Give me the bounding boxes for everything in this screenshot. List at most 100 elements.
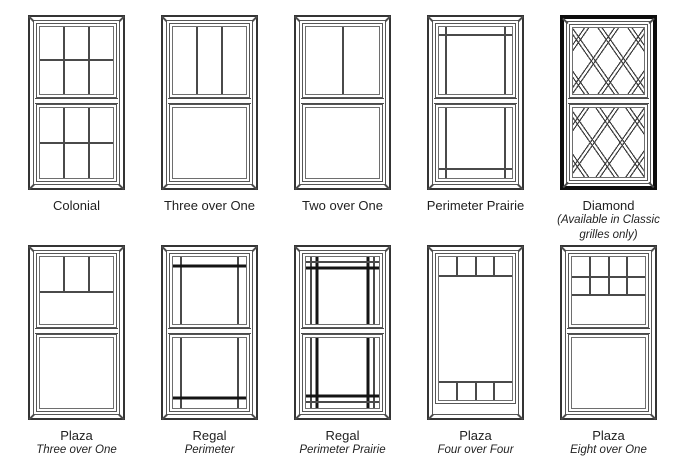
grille-bar (341, 27, 344, 94)
grille-bar (456, 381, 459, 401)
window-frame (432, 20, 519, 185)
frame-mitre-tick (562, 181, 569, 188)
frame-mitre-tick (384, 245, 391, 252)
check-rail (168, 327, 251, 334)
window-diagram-regal-perimeter-prairie (294, 245, 391, 420)
window-diagram-perimeter-prairie (427, 15, 524, 190)
window-diagram-plaza-three-over-one (28, 245, 125, 420)
style-label: Regal (192, 428, 227, 443)
window-frame (166, 250, 253, 415)
glass-pane (571, 256, 646, 325)
style-sublabel: Perimeter Prairie (299, 444, 386, 457)
frame-mitre-tick (118, 413, 125, 420)
grille-bar (492, 381, 495, 401)
check-rail (568, 97, 649, 104)
frame-mitre-tick (427, 183, 434, 190)
frame-mitre-tick (118, 15, 125, 22)
style-label: Plaza (60, 428, 93, 443)
grille-bar (366, 337, 370, 408)
style-note-line: grilles only) (579, 228, 638, 241)
bottom-sash (36, 103, 117, 182)
grille-bar (306, 401, 379, 404)
diamond-lattice-glass (572, 106, 645, 178)
frame-mitre-tick (118, 183, 125, 190)
frame-mitre-tick (294, 183, 301, 190)
style-label: Two over One (302, 198, 383, 213)
grille-bar (589, 257, 592, 295)
window-diagram-plaza-four-over-four (427, 245, 524, 420)
grille-bar (40, 290, 113, 293)
grille-bar (306, 394, 379, 398)
check-rail (567, 327, 650, 334)
frame-mitre-tick (384, 183, 391, 190)
glass-pane (305, 256, 380, 325)
frame-mitre-tick (648, 17, 655, 24)
grille-bar (372, 337, 375, 408)
grille-bar (173, 264, 246, 268)
style-sublabel: Perimeter (184, 444, 235, 457)
grille-bar (315, 257, 319, 324)
frame-mitre-tick (294, 15, 301, 22)
frame-mitre-tick (517, 413, 524, 420)
style-label: Plaza (459, 428, 492, 443)
grille-bar (40, 141, 113, 144)
style-label: Colonial (53, 198, 100, 213)
frame-mitre-tick (384, 413, 391, 420)
style-sublabel: Three over One (36, 444, 117, 457)
grille-bar (625, 257, 628, 295)
frame-mitre-tick (161, 183, 168, 190)
grille-bar (315, 337, 319, 408)
frame-mitre-tick (427, 15, 434, 22)
frame-mitre-tick (161, 15, 168, 22)
frame-mitre-tick (427, 245, 434, 252)
glass-pane (438, 26, 513, 95)
check-rail (35, 327, 118, 334)
grille-bar (87, 257, 90, 292)
frame-mitre-tick (28, 183, 35, 190)
frame-mitre-tick (517, 245, 524, 252)
grille-bar (310, 257, 313, 324)
top-sash (169, 23, 250, 98)
frame-mitre-tick (294, 413, 301, 420)
window-style-perimeter-prairie: Perimeter Prairie (409, 15, 542, 245)
frame-mitre-tick (28, 15, 35, 22)
frame-mitre-tick (251, 15, 258, 22)
grille-bar (439, 34, 512, 36)
glass-pane (571, 336, 646, 409)
grille-bar (63, 257, 66, 292)
top-sash (435, 23, 516, 98)
check-rail (301, 97, 384, 104)
top-sash (169, 253, 250, 328)
top-sash (569, 24, 648, 98)
style-label: Regal (325, 428, 360, 443)
glass-pane (438, 106, 513, 179)
top-sash (302, 253, 383, 328)
window-frame (565, 250, 652, 415)
window-diagram-plaza-eight-over-one (560, 245, 657, 420)
frame-mitre-tick (560, 413, 567, 420)
frame-mitre-tick (28, 413, 35, 420)
glass-pane (438, 256, 513, 402)
check-rail (35, 97, 118, 104)
grille-bar (503, 27, 506, 94)
window-diagram-two-over-one (294, 15, 391, 190)
grille-bar (474, 257, 477, 276)
top-sash (36, 23, 117, 98)
style-sublabel: Four over Four (437, 444, 514, 457)
window-frame (299, 20, 386, 185)
glass-pane (172, 26, 247, 95)
frame-mitre-tick (161, 245, 168, 252)
grille-bar (445, 107, 448, 178)
window-style-three-over-one: Three over One (143, 15, 276, 245)
bottom-sash (302, 333, 383, 412)
frame-mitre-tick (28, 245, 35, 252)
grille-bar (306, 266, 379, 270)
window-frame (33, 20, 120, 185)
diamond-lattice-glass (572, 27, 645, 95)
